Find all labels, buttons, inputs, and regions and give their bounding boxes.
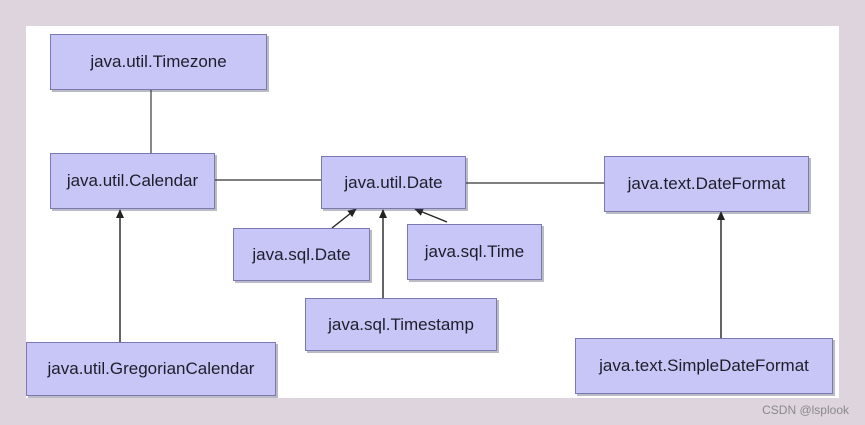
node-java-text-simpledateformat: java.text.SimpleDateFormat <box>575 338 833 394</box>
edge-sql-date-util-date <box>331 208 357 229</box>
node-java-sql-date: java.sql.Date <box>233 228 370 281</box>
node-java-sql-timestamp: java.sql.Timestamp <box>305 298 497 351</box>
watermark-text: CSDN @lsplook <box>762 403 849 417</box>
edge-sql-time-util-date <box>414 208 448 223</box>
node-java-util-calendar: java.util.Calendar <box>50 153 215 209</box>
node-java-text-dateformat: java.text.DateFormat <box>604 156 809 212</box>
node-java-util-timezone: java.util.Timezone <box>50 34 267 90</box>
node-java-sql-time: java.sql.Time <box>407 224 542 280</box>
node-java-util-date: java.util.Date <box>321 156 466 209</box>
connector-lines <box>116 90 725 342</box>
node-java-util-gregoriancalendar: java.util.GregorianCalendar <box>26 342 276 396</box>
diagram-canvas: java.util.Timezone java.util.Calendar ja… <box>26 26 839 398</box>
